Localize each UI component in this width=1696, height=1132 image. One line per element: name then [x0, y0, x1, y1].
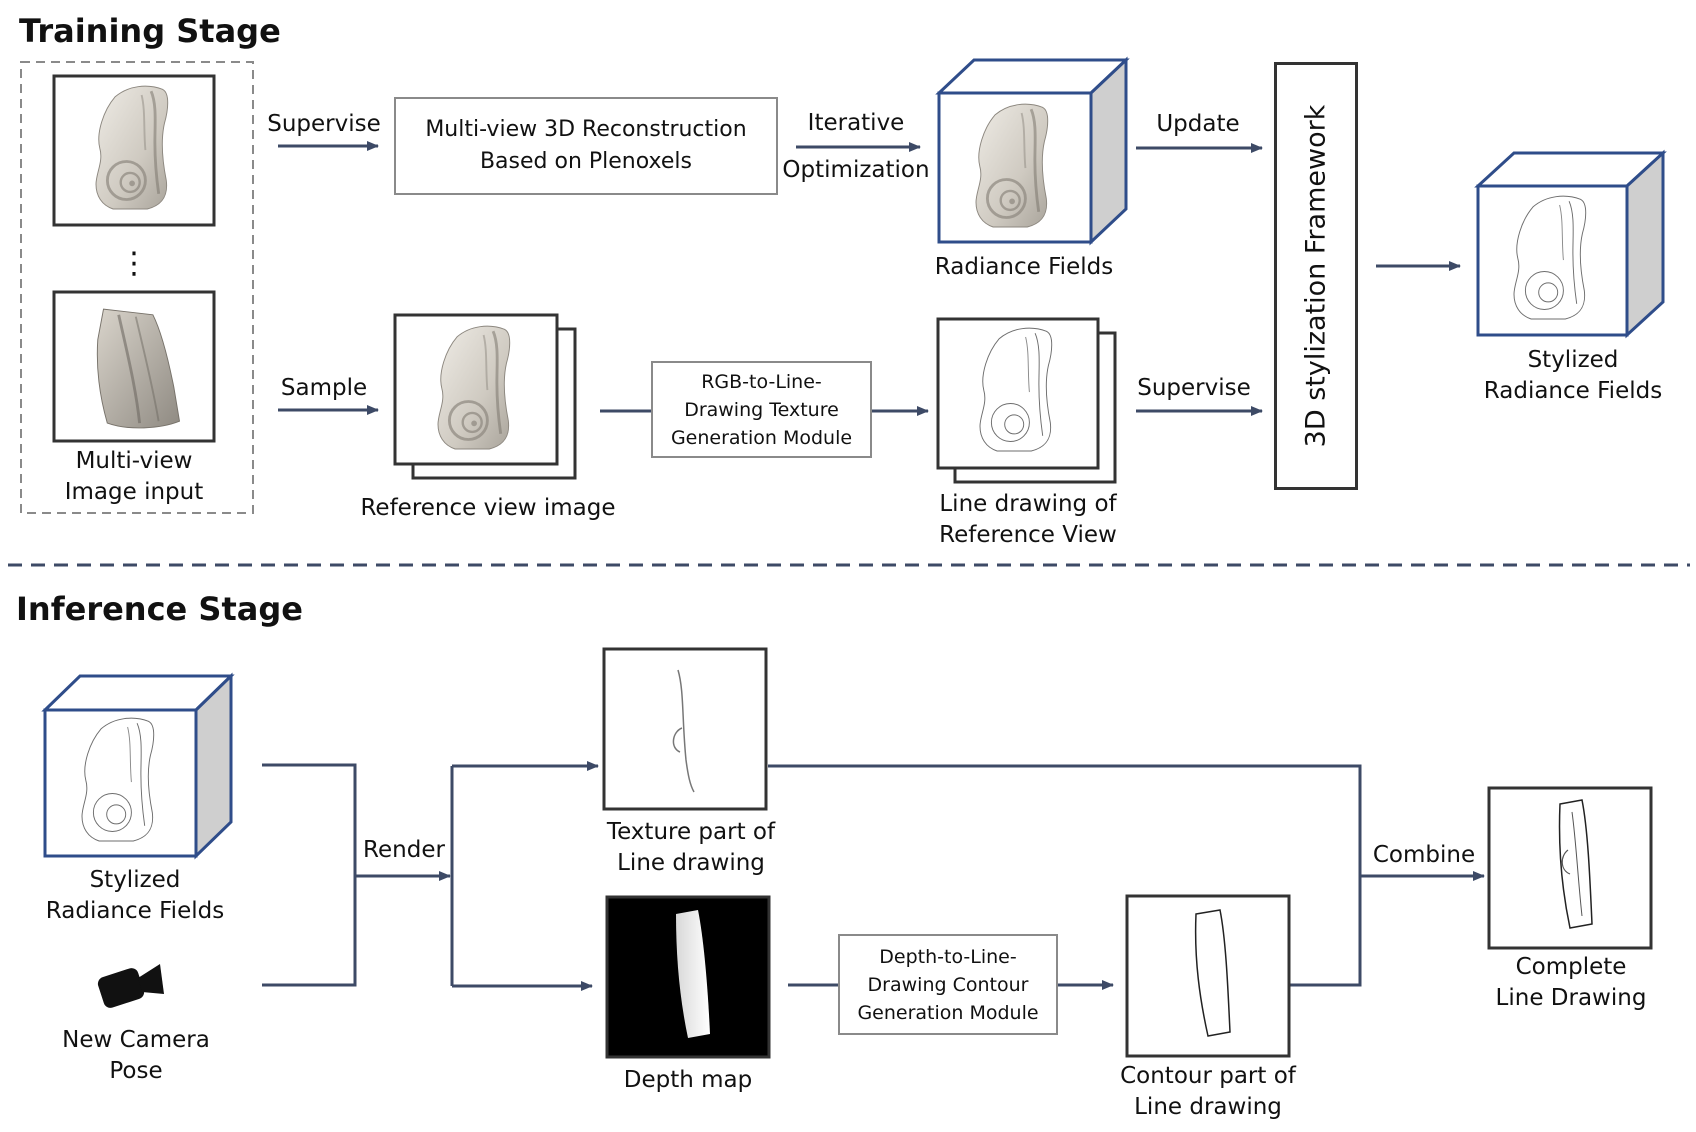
inference-stylized-cube-icon: [41, 672, 235, 860]
inference-stylized-fields-label: Stylized Radiance Fields: [45, 867, 225, 924]
sample-label: Sample: [280, 375, 368, 401]
stylized-radiance-fields-cube-icon: [1474, 149, 1667, 339]
line-drawing-reference-label: Line drawing of Reference View: [939, 491, 1117, 548]
depth-map-image: [605, 895, 771, 1059]
camera-pose-label: New Camera Pose: [62, 1027, 210, 1084]
stylized-fields-label: Stylized Radiance Fields: [1483, 347, 1663, 404]
multiview-image-n: [52, 290, 216, 443]
render-bracket: [262, 763, 357, 987]
optimization-label: Optimization: [782, 157, 930, 183]
complete-line-drawing-label: Complete Line Drawing: [1495, 954, 1647, 1011]
stylization-framework-label: 3D stylization Framework: [1300, 104, 1332, 448]
iterative-label: Iterative: [807, 110, 905, 136]
radiance-fields-label: Radiance Fields: [934, 254, 1114, 280]
reference-view-label: Reference view image: [360, 495, 616, 521]
update-label: Update: [1156, 111, 1240, 137]
texture-part-label: Texture part of Line drawing: [606, 819, 776, 876]
supervise-top-label: Supervise: [267, 111, 381, 137]
reference-view-image: [393, 313, 577, 480]
render-label: Render: [363, 837, 445, 863]
depth-to-line-module: Depth-to-Line- Drawing Contour Generatio…: [838, 934, 1058, 1035]
multiview-input-container: [20, 61, 254, 514]
stylization-framework-box: 3D stylization Framework: [1274, 62, 1358, 490]
depth-map-label: Depth map: [623, 1067, 753, 1093]
contour-part-image: [1125, 894, 1291, 1058]
reconstruction-module: Multi-view 3D Reconstruction Based on Pl…: [394, 97, 778, 195]
ellipsis-separator: ⋮: [119, 246, 149, 281]
combine-label: Combine: [1372, 842, 1476, 868]
inference-stage-title: Inference Stage: [16, 590, 303, 628]
multiview-image-1: [52, 74, 216, 227]
camera-icon: [97, 964, 164, 1008]
radiance-fields-cube-icon: [935, 56, 1130, 246]
texture-part-image: [602, 647, 768, 811]
supervise-bottom-label: Supervise: [1137, 375, 1251, 401]
contour-part-label: Contour part of Line drawing: [1120, 1063, 1296, 1120]
complete-line-drawing-image: [1487, 786, 1653, 950]
rgb-to-line-module: RGB-to-Line- Drawing Texture Generation …: [651, 361, 872, 458]
training-stage-title: Training Stage: [19, 12, 281, 50]
multiview-input-label: Multi-view Image input: [64, 448, 204, 505]
line-drawing-reference-image: [936, 317, 1117, 484]
